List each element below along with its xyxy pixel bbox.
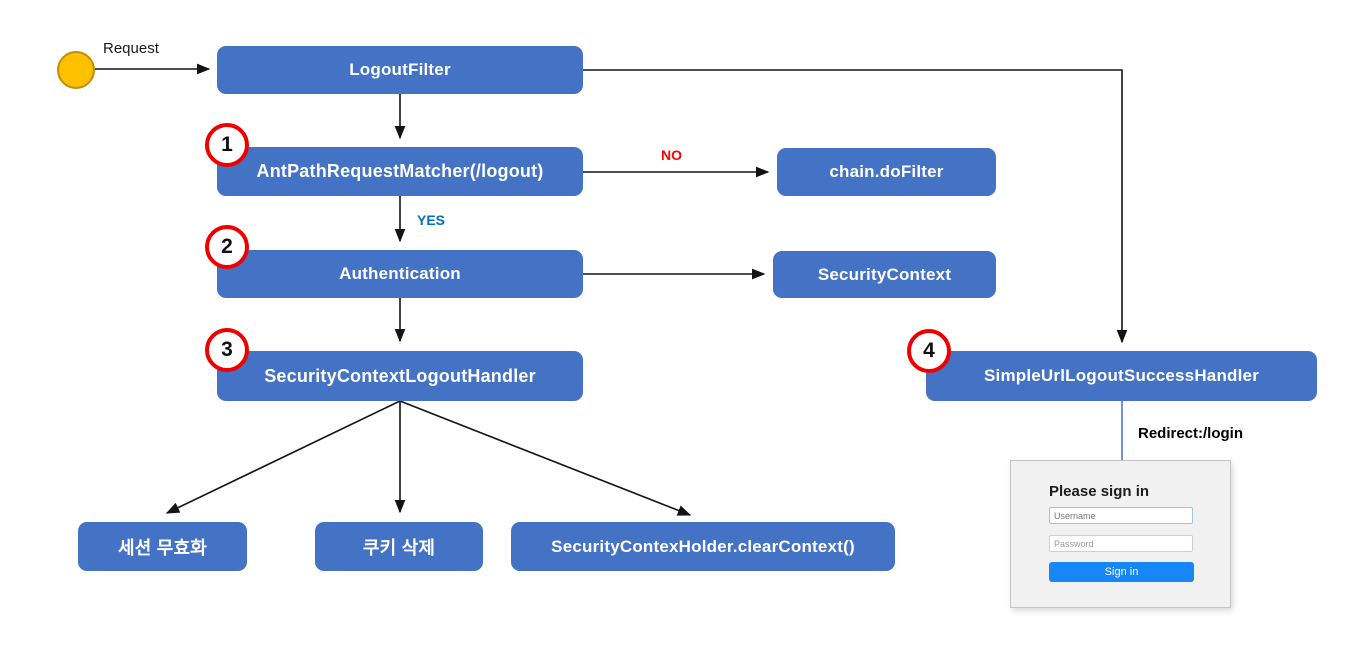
edge-sclh-to-session	[165, 400, 401, 514]
step-badge-4: 4	[907, 329, 951, 373]
step-badge-1: 1	[205, 123, 249, 167]
no-edge-label: NO	[661, 147, 682, 163]
signin-form-card: Please sign in Sign in	[1010, 460, 1231, 608]
node-ant-path-request-matcher: AntPathRequestMatcher(/logout)	[217, 147, 583, 196]
node-session-invalidation: 세션 무효화	[78, 522, 247, 571]
password-input[interactable]	[1049, 535, 1193, 552]
yes-edge-label: YES	[417, 212, 446, 228]
node-simple-url-logout-success-handler: SimpleUrlLogoutSuccessHandler	[926, 351, 1317, 401]
start-circle	[57, 51, 95, 89]
redirect-label: Redirect:/login	[1138, 425, 1244, 442]
username-input[interactable]	[1049, 507, 1193, 524]
step-badge-3: 3	[205, 328, 249, 372]
node-cookie-deletion: 쿠키 삭제	[315, 522, 483, 571]
request-label: Request	[103, 40, 159, 57]
step-badge-2: 2	[205, 225, 249, 269]
sign-in-button[interactable]: Sign in	[1049, 562, 1194, 582]
node-security-context: SecurityContext	[773, 251, 996, 298]
signin-title: Please sign in	[1049, 483, 1150, 500]
node-security-context-logout-handler: SecurityContextLogoutHandler	[217, 351, 583, 401]
edge-sclh-to-clearcontext	[399, 400, 692, 516]
node-clear-context: SecurityContexHolder.clearContext()	[511, 522, 895, 571]
node-logout-filter: LogoutFilter	[217, 46, 583, 94]
node-chain-do-filter: chain.doFilter	[777, 148, 996, 196]
edge-logoutfilter-to-simpleurl	[583, 69, 1128, 344]
node-authentication: Authentication	[217, 250, 583, 298]
